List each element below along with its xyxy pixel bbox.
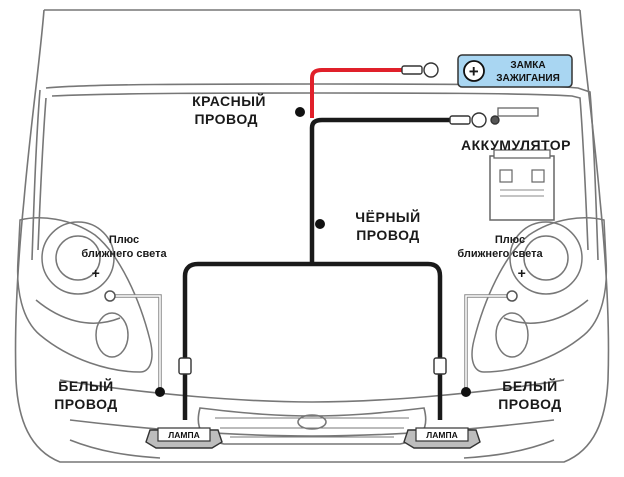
right-white-label-line2: ПРОВОД	[498, 396, 562, 412]
black-wire-label-line2: ПРОВОД	[356, 227, 420, 243]
black-wire-dot	[315, 219, 325, 229]
red-wire-label-line2: ПРОВОД	[194, 111, 258, 127]
black-wire-bolt	[490, 115, 500, 125]
black-wire-crimp	[449, 115, 471, 125]
right-headlight-line	[503, 299, 589, 324]
red-wire	[310, 68, 405, 118]
black-wire-ring	[471, 112, 487, 128]
left-headlight-lens-inner	[55, 235, 101, 281]
bumper-line-1	[59, 379, 565, 403]
left-headlight-icon	[16, 217, 153, 373]
right-plus-sign: +	[518, 265, 527, 281]
battery-vent-lines	[500, 189, 544, 197]
right-headlight-lower-lens	[495, 312, 529, 358]
car-body-outline	[14, 9, 610, 463]
left-white-wire-core	[110, 295, 161, 392]
right-headlight-icon	[471, 217, 608, 373]
battery-lid	[493, 149, 551, 159]
left-headlight-housing	[16, 217, 153, 373]
left-white-wire	[110, 294, 162, 392]
battery-label: АККУМУЛЯТОР	[461, 137, 571, 153]
engine-bay-frame-inner	[37, 92, 589, 251]
right-headlight-housing	[471, 217, 608, 373]
black-wire-to-battery	[309, 117, 450, 262]
plus-icon	[463, 60, 485, 82]
right-lamp-label-box	[415, 427, 469, 442]
ring-terminal-icon	[401, 62, 500, 128]
grille-emblem	[297, 414, 327, 430]
battery-top-strip	[497, 107, 539, 117]
black-wire	[182, 117, 450, 420]
left-white-wire-dot	[155, 387, 165, 397]
right-headlight-lens-inner	[523, 235, 569, 281]
battery-icon	[489, 107, 555, 221]
red-wire-label-line1: КРАСНЫЙ	[192, 92, 266, 109]
right-lamp-connector-icon: ЛАМПА	[403, 427, 481, 449]
left-headlight-line	[35, 299, 121, 324]
left-white-label-line2: ПРОВОД	[54, 396, 118, 412]
left-plus-label-line1: Плюс	[109, 234, 139, 246]
left-lamp-connector-icon: ЛАМПА	[145, 427, 223, 449]
right-headlight-lens-outer	[509, 221, 583, 295]
right-white-wire-terminal	[506, 290, 518, 302]
grille-inner	[215, 417, 409, 438]
grille-outline	[197, 407, 427, 445]
battery-terminal-right	[531, 169, 545, 183]
red-wire-ring	[423, 62, 439, 78]
left-white-wire-terminal	[104, 290, 116, 302]
left-headlight-lower-lens	[95, 312, 129, 358]
battery-terminal-left	[499, 169, 513, 183]
battery-body	[489, 155, 555, 221]
right-plus-label-line1: Плюс	[495, 234, 525, 246]
left-white-label-line1: БЕЛЫЙ	[58, 377, 114, 394]
right-white-wire-core	[465, 295, 512, 392]
black-wire-label-line1: ЧЁРНЫЙ	[355, 208, 420, 225]
right-plus-label-line2: ближнего света	[457, 248, 543, 260]
left-headlight-lens-outer	[41, 221, 115, 295]
red-wire-crimp	[401, 65, 423, 75]
white-wires	[110, 294, 512, 392]
red-wire-dot	[295, 107, 305, 117]
left-lamp-label: ЛАМПА	[168, 430, 199, 440]
car-outer-outline	[14, 9, 610, 463]
left-inline-connector	[178, 357, 192, 375]
left-plus-sign: +	[92, 265, 101, 281]
plus-sign: +	[469, 62, 479, 81]
left-lamp-label-box	[157, 427, 211, 442]
right-lamp-label: ЛАМПА	[426, 430, 457, 440]
bumper-lower-edge	[69, 439, 555, 459]
ignition-label-line1: ЗАМКА	[510, 60, 545, 71]
inline-connectors	[178, 357, 447, 375]
right-white-label-line1: БЕЛЫЙ	[502, 377, 558, 394]
left-plus-label-line2: ближнего света	[81, 248, 167, 260]
white-wires-core	[110, 295, 512, 392]
engine-bay-frame	[31, 83, 599, 261]
ignition-label-line2: ЗАЖИГАНИЯ	[496, 73, 560, 84]
right-inline-connector	[433, 357, 447, 375]
right-white-wire-dot	[461, 387, 471, 397]
black-wire-harness	[182, 261, 443, 420]
ignition-switch-box	[457, 54, 573, 88]
